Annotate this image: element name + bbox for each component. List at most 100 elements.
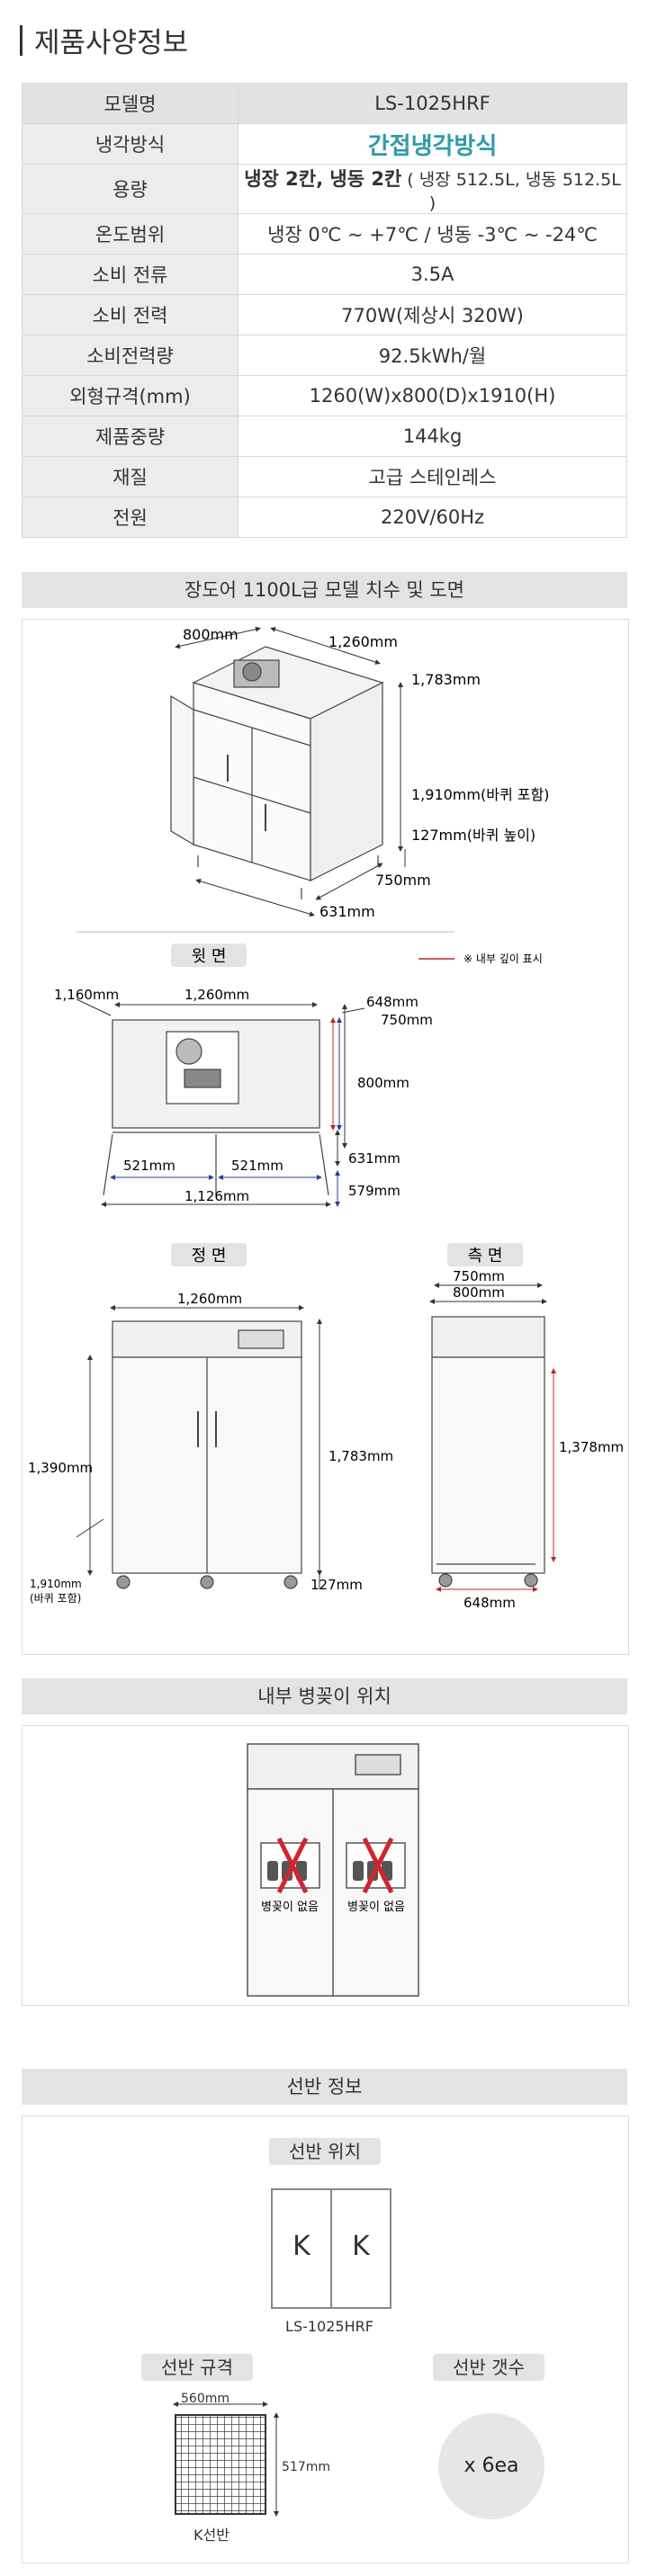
- spec-row: 냉각방식 간접냉각방식: [22, 123, 627, 165]
- side-view-pill: [447, 1243, 523, 1266]
- spec-value: 간접냉각방식: [238, 123, 627, 165]
- spec-value: 냉장 2칸, 냉동 2칸 ( 냉장 512.5L, 냉동 512.5L ): [238, 164, 627, 214]
- shelf-depth-label: 517mm: [282, 2460, 330, 2474]
- spec-key: 모델명: [22, 83, 238, 124]
- spec-row: 소비 전류 3.5A: [22, 254, 627, 295]
- iso-wheel-label: 127mm(바퀴 높이): [411, 827, 536, 844]
- spec-row: 소비전력량 92.5kWh/월: [22, 335, 627, 376]
- top-750-label: 750mm: [381, 1012, 433, 1028]
- spec-value: 1260(W)x800(D)x1910(H): [238, 375, 627, 416]
- side-648-label: 648mm: [464, 1595, 516, 1611]
- front-view-pill: [171, 1243, 247, 1266]
- capacity-bold: 냉장 2칸, 냉동 2칸: [244, 168, 402, 190]
- top-half1-label: 521mm: [123, 1158, 176, 1174]
- shelf-k-left: K: [292, 2231, 310, 2262]
- bottle-panel: 병꽂이 없음 병꽂이 없음: [22, 1725, 629, 2006]
- top-view-label: 윗 면: [192, 947, 227, 966]
- dimensions-heading: 장도어 1100L급 모델 치수 및 도면: [22, 572, 627, 608]
- front-right-height-label: 1,783mm: [328, 1448, 393, 1464]
- spec-row: 재질 고급 스테인레스: [22, 456, 627, 497]
- spec-row: 제품중량 144kg: [22, 416, 627, 457]
- spec-value: LS-1025HRF: [238, 83, 627, 124]
- shelf-grid-drawing: [173, 2402, 279, 2517]
- shelf-k-right: K: [352, 2231, 370, 2262]
- front-width-label: 1,260mm: [177, 1291, 242, 1307]
- top-full-label: 1,126mm: [184, 1188, 249, 1204]
- side-view-dimensions: [429, 1283, 556, 1592]
- side-height-label: 1,378mm: [559, 1439, 624, 1455]
- side-view-drawing: [431, 1316, 545, 1588]
- iso-base-label: 631mm: [320, 903, 375, 920]
- front-view-dimensions: [76, 1305, 322, 1589]
- iso-height-label: 1,910mm(바퀴 포함): [411, 786, 549, 803]
- spec-key: 소비 전력: [22, 294, 238, 335]
- front-view-drawing: [112, 1320, 302, 1589]
- front-total-note: (바퀴 포함): [30, 1592, 81, 1605]
- spec-key: 재질: [22, 456, 238, 497]
- spec-row: 용량 냉장 2칸, 냉동 2칸 ( 냉장 512.5L, 냉동 512.5L ): [22, 164, 627, 214]
- side-800-label: 800mm: [453, 1284, 505, 1301]
- iso-depth-label: 1,260mm: [328, 633, 398, 650]
- side-750-label: 750mm: [453, 1268, 505, 1284]
- top-view-dimensions: [76, 998, 365, 1207]
- top-631-label: 631mm: [348, 1150, 400, 1167]
- bottle-heading: 내부 병꽂이 위치: [22, 1678, 627, 1714]
- front-total-label: 1,910mm: [30, 1578, 82, 1590]
- iso-dimension-lines: [175, 626, 406, 917]
- dimensions-panel: 800mm 1,260mm 1,783mm 1,910mm(바퀴 포함) 127…: [22, 619, 629, 1655]
- top-579-label: 579mm: [348, 1183, 400, 1199]
- capacity-detail: ( 냉장 512.5L, 냉동 512.5L ): [401, 170, 621, 213]
- spec-key: 용량: [22, 164, 238, 214]
- iso-width-label: 800mm: [183, 626, 238, 643]
- spec-key: 온도범위: [22, 213, 238, 255]
- shelf-name: K선반: [194, 2527, 230, 2544]
- left-bottle-note: 병꽂이 없음: [261, 1901, 319, 1914]
- spec-value: 144kg: [238, 416, 627, 457]
- shelf-model: LS-1025HRF: [285, 2318, 374, 2335]
- spec-key: 전원: [22, 496, 238, 538]
- front-wheel-label: 127mm: [310, 1577, 363, 1593]
- shelf-position-pill: 선반 위치: [269, 2138, 381, 2165]
- shelf-heading: 선반 정보: [22, 2069, 627, 2105]
- spec-value: 92.5kWh/월: [238, 335, 627, 376]
- right-bottle-note: 병꽂이 없음: [347, 1901, 405, 1914]
- shelf-spec-pill: 선반 규격: [141, 2354, 253, 2381]
- title-bar: [20, 25, 22, 56]
- spec-key: 소비전력량: [22, 335, 238, 376]
- page-title: 제품사양정보: [34, 27, 189, 59]
- spec-value: 고급 스테인레스: [238, 456, 627, 497]
- front-left-height-label: 1,390mm: [28, 1460, 93, 1476]
- spec-header-row: 모델명 LS-1025HRF: [22, 83, 627, 124]
- front-view-label: 정 면: [192, 1247, 227, 1266]
- spec-row: 온도범위 냉장 0℃ ~ +7℃ / 냉동 -3℃ ~ -24℃: [22, 213, 627, 255]
- dimension-drawings: 800mm 1,260mm 1,783mm 1,910mm(바퀴 포함) 127…: [28, 626, 624, 1611]
- spec-key: 외형규격(mm): [22, 375, 238, 416]
- shelf-divider: [330, 2190, 332, 2307]
- top-800-label: 800mm: [357, 1075, 410, 1091]
- isometric-fridge-drawing: [170, 646, 384, 899]
- shelf-width-label: 560mm: [181, 2392, 230, 2406]
- spec-value: 220V/60Hz: [238, 496, 627, 538]
- iso-top-label: 1,783mm: [411, 671, 481, 688]
- spec-value: 3.5A: [238, 254, 627, 295]
- top-view-pill: [171, 944, 247, 967]
- top-width-label: 1,260mm: [184, 987, 249, 1003]
- spec-value: 냉장 0℃ ~ +7℃ / 냉동 -3℃ ~ -24℃: [238, 213, 627, 255]
- spec-key: 소비 전류: [22, 254, 238, 295]
- cooling-type: 간접냉각방식: [367, 132, 498, 160]
- shelf-count-pill: 선반 갯수: [433, 2354, 544, 2381]
- shelf-panel: 선반 위치 K K LS-1025HRF 선반 규격 선반 갯수 560mm 5…: [22, 2115, 629, 2563]
- shelf-position-box: K K: [271, 2188, 392, 2309]
- top-half2-label: 521mm: [231, 1158, 284, 1174]
- spec-row: 외형규격(mm) 1260(W)x800(D)x1910(H): [22, 375, 627, 416]
- no-bottle-x-icon: [276, 1837, 394, 1894]
- top-view-drawing: [103, 1019, 329, 1196]
- shelf-count: x 6ea: [438, 2413, 544, 2519]
- top-left-label: 1,160mm: [54, 987, 119, 1003]
- spec-key: 냉각방식: [22, 123, 238, 165]
- legend-text: ※ 내부 깊이 표시: [464, 953, 543, 965]
- spec-row: 전원 220V/60Hz: [22, 496, 627, 538]
- bottle-drawing: 병꽂이 없음 병꽂이 없음: [247, 1743, 419, 1997]
- top-648-label: 648mm: [366, 994, 418, 1010]
- side-view-label: 측 면: [468, 1247, 503, 1266]
